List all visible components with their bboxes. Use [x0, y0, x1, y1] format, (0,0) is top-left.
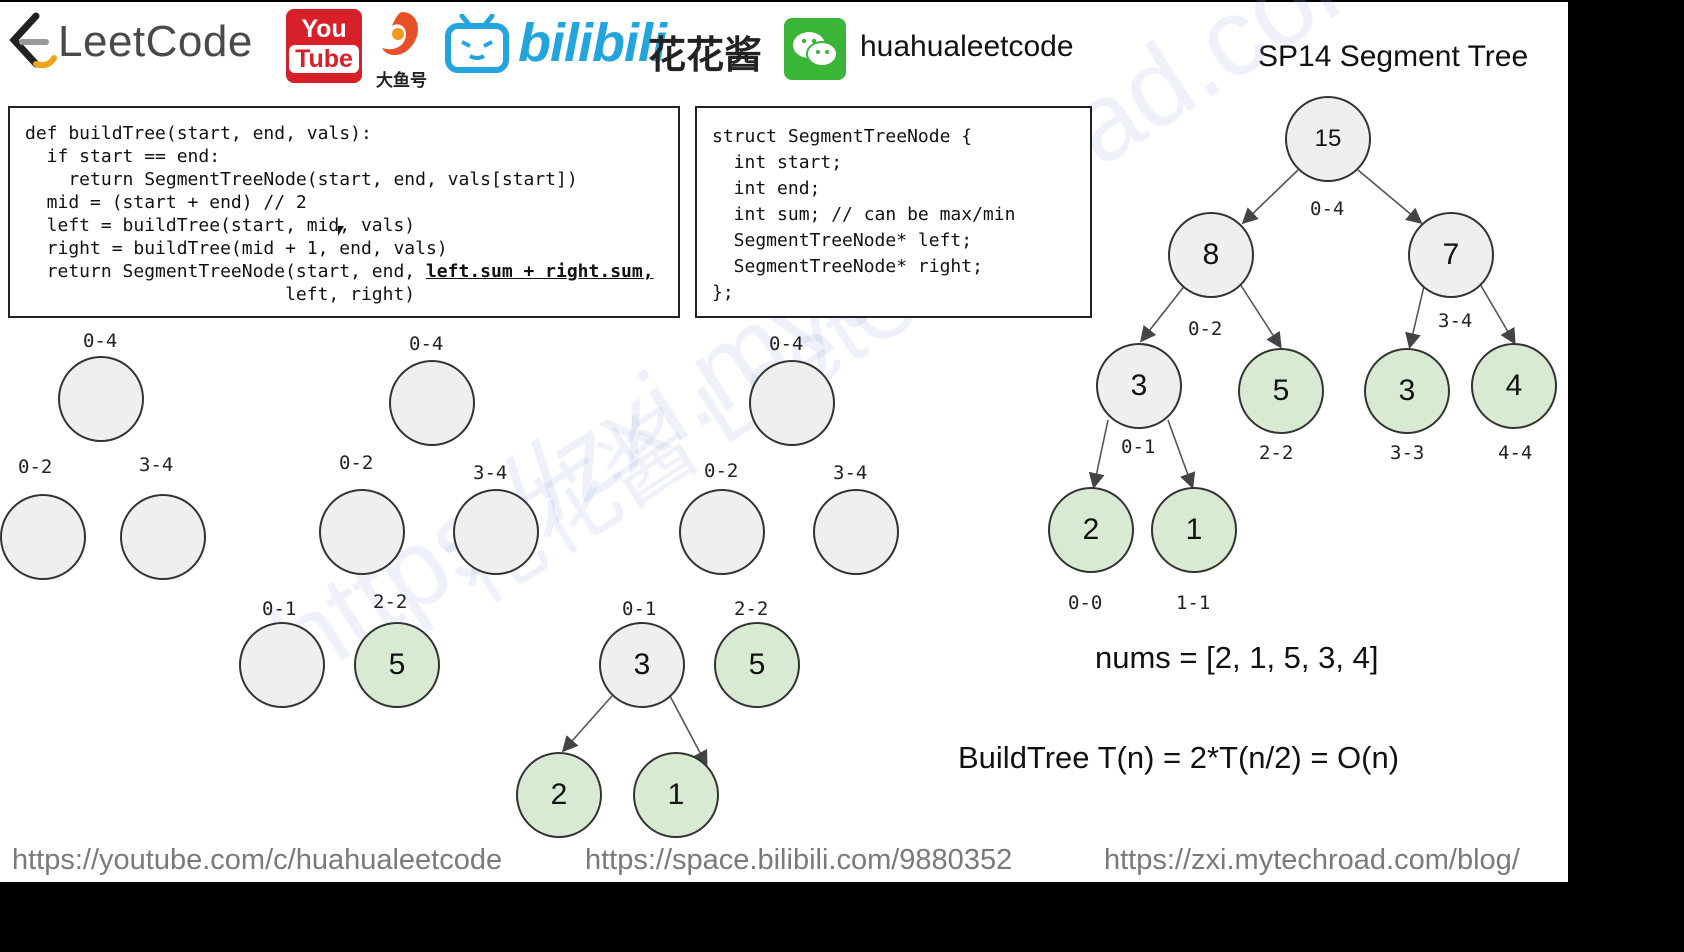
- code-line: mid = (start + end) // 2: [25, 192, 307, 213]
- range-label: 0-4: [83, 330, 118, 352]
- edge-3-right: [1167, 419, 1196, 490]
- range-label: 2-2: [734, 598, 769, 620]
- range-label: 0-0: [1068, 592, 1103, 614]
- tree-node: [389, 360, 475, 446]
- tree-node-leaf: 5: [354, 622, 440, 708]
- tree-node: [239, 622, 325, 708]
- tree-node-leaf: 4: [1471, 343, 1557, 429]
- slide: LeetCode You Tube 大鱼号 bilibili 花花酱 huahu…: [0, 0, 1568, 882]
- range-label: 0-2: [704, 460, 739, 482]
- tree-node: 3: [1096, 343, 1182, 429]
- edge-3-left: [1088, 419, 1109, 490]
- code-line: };: [712, 282, 734, 303]
- tree-node: [0, 494, 86, 580]
- bilibili-tv-icon: [445, 14, 509, 73]
- tree-node-leaf: 2: [516, 752, 602, 838]
- edge-8-left: [1140, 283, 1187, 343]
- blog-url: https://zxi.mytechroad.com/blog/: [1104, 844, 1520, 876]
- code-line-return: return SegmentTreeNode(start, end, left.…: [25, 261, 678, 284]
- range-label: 3-4: [139, 454, 174, 476]
- tree-node-leaf: 5: [714, 622, 800, 708]
- range-label: 0-1: [262, 598, 297, 620]
- youtube-url: https://youtube.com/c/huahualeetcode: [12, 844, 503, 876]
- range-label: 0-1: [622, 598, 657, 620]
- edge-root-right: [1357, 169, 1423, 225]
- code-line: int end;: [712, 178, 821, 199]
- tree-node-leaf: 2: [1048, 487, 1134, 573]
- range-label: 1-1: [1176, 592, 1211, 614]
- dayu-text: 大鱼号: [376, 71, 427, 90]
- leetcode-icon: [9, 12, 57, 69]
- tree-node: [749, 360, 835, 446]
- range-label: 3-4: [833, 462, 868, 484]
- wechat-icon: [784, 18, 846, 80]
- build-tree-code-block: def buildTree(start, end, vals): if star…: [8, 106, 680, 318]
- code-line: def buildTree(start, end, vals):: [25, 123, 372, 144]
- tree-node: [58, 356, 144, 442]
- edge-7-left: [1405, 285, 1425, 350]
- code-line: if start == end:: [25, 146, 221, 167]
- range-label: 0-1: [1121, 436, 1156, 458]
- edge-root-left: [1241, 169, 1299, 225]
- code-line-return-text: return SegmentTreeNode(start, end,: [25, 261, 426, 282]
- tree-node: 8: [1168, 212, 1254, 298]
- edge-step3-right: [669, 695, 708, 767]
- huahua-text: 花花酱: [648, 35, 763, 77]
- range-label: 0-4: [1310, 198, 1345, 220]
- leetcode-logo: LeetCode: [6, 12, 253, 72]
- tree-node: [813, 489, 899, 575]
- channel-handle: huahualeetcode: [860, 30, 1074, 63]
- range-label: 3-4: [1438, 310, 1473, 332]
- code-line: int sum; // can be max/min: [712, 204, 1016, 225]
- edge-7-right: [1479, 283, 1516, 345]
- tree-node: [120, 494, 206, 580]
- youtube-icon: You Tube: [286, 9, 362, 83]
- range-label: 2-2: [1259, 442, 1294, 464]
- range-label: 3-3: [1390, 442, 1425, 464]
- code-line: return SegmentTreeNode(start, end, vals[…: [25, 169, 578, 190]
- tree-node: [319, 489, 405, 575]
- tree-node: 7: [1408, 212, 1494, 298]
- tree-node-leaf: 1: [633, 752, 719, 838]
- bilibili-url: https://space.bilibili.com/9880352: [585, 844, 1013, 876]
- complexity-formula: BuildTree T(n) = 2*T(n/2) = O(n): [958, 740, 1400, 775]
- code-line: SegmentTreeNode* right;: [712, 256, 983, 277]
- range-label: 0-4: [769, 333, 804, 355]
- youtube-top-text: You: [301, 15, 347, 43]
- dayu-icon: [382, 12, 419, 56]
- tree-node: 3: [599, 622, 685, 708]
- code-line: left, right): [25, 284, 416, 305]
- tree-node-leaf: 1: [1151, 487, 1237, 573]
- range-label: 0-4: [409, 333, 444, 355]
- code-underlined-sum: left.sum + right.sum,: [425, 261, 654, 282]
- tree-node-leaf: 5: [1238, 348, 1324, 434]
- nums-array: nums = [2, 1, 5, 3, 4]: [1095, 640, 1379, 675]
- tree-edges: [561, 169, 1516, 767]
- range-label: 0-2: [1188, 318, 1223, 340]
- range-label: 0-2: [339, 452, 374, 474]
- leetcode-text: LeetCode: [58, 17, 253, 66]
- range-label: 2-2: [373, 591, 408, 613]
- range-label: 3-4: [473, 462, 508, 484]
- code-line: struct SegmentTreeNode {: [712, 126, 973, 147]
- range-label: 4-4: [1498, 442, 1533, 464]
- tree-node-leaf: 3: [1364, 348, 1450, 434]
- bilibili-text: bilibili: [518, 13, 667, 73]
- top-border: [0, 0, 1568, 2]
- code-line: right = buildTree(mid + 1, end, vals): [25, 238, 448, 259]
- struct-code-block: struct SegmentTreeNode { int start; int …: [695, 106, 1092, 318]
- code-line: int start;: [712, 152, 843, 173]
- youtube-bottom-text: Tube: [289, 45, 359, 73]
- edge-8-right: [1239, 283, 1282, 349]
- code-line: SegmentTreeNode* left;: [712, 230, 973, 251]
- range-label: 0-2: [18, 456, 53, 478]
- mouse-cursor-icon: [338, 226, 344, 236]
- edge-step3-left: [561, 695, 613, 753]
- tree-node: [453, 489, 539, 575]
- tree-node: [679, 489, 765, 575]
- tree-node-root: 15: [1285, 96, 1371, 182]
- slide-title: SP14 Segment Tree: [1258, 40, 1529, 73]
